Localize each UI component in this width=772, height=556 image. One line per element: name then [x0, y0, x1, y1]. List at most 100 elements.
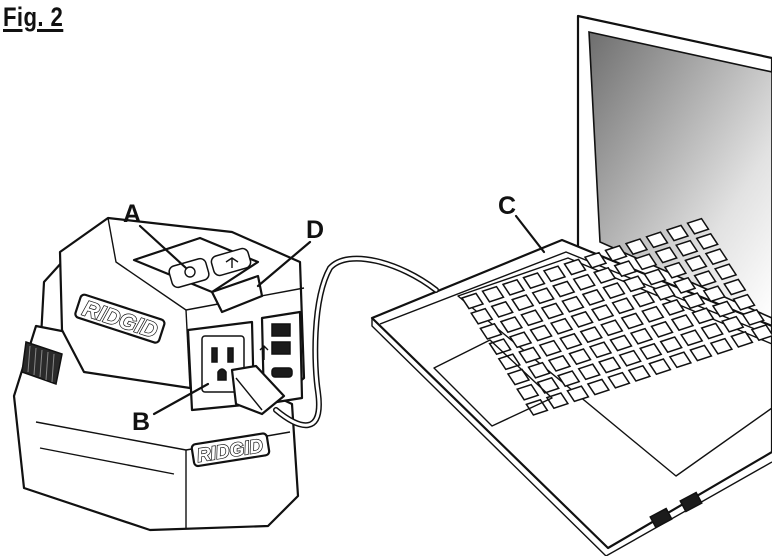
keyboard-key [525, 398, 549, 416]
keyboard-key [607, 371, 631, 389]
keyboard-key [663, 261, 688, 279]
usb-symbol-icon [259, 345, 269, 360]
keyboard-key [490, 300, 514, 318]
keyboard-key [693, 270, 717, 288]
keyboard-key [547, 354, 572, 372]
keyboard-key [659, 336, 683, 354]
keyboard-key [641, 305, 665, 323]
keyboard-key [559, 332, 583, 350]
keyboard-key [557, 370, 581, 388]
keyboard-key [501, 278, 526, 296]
keyboard-key [520, 309, 544, 327]
keyboard-key [497, 353, 521, 371]
keyboard-key [704, 248, 729, 266]
keyboard-key [511, 294, 535, 312]
keyboard-key [689, 344, 713, 362]
keyboard-key [652, 283, 676, 301]
keyboard-key [568, 348, 592, 366]
keyboard-key [643, 268, 667, 286]
keyboard-key [680, 329, 704, 347]
keyboard-key [684, 254, 708, 272]
keyboard-key [732, 293, 756, 311]
keyboard-key [691, 307, 715, 325]
keyboard-key [566, 385, 590, 403]
keyboard-key [586, 378, 611, 396]
keyboard-key [527, 361, 551, 379]
keyboard-key [563, 258, 587, 276]
keyboard-key [581, 288, 606, 306]
keyboard-key [549, 317, 574, 335]
keyboard-key [613, 260, 637, 278]
keyboard-key [645, 231, 669, 249]
keyboard-key [538, 339, 562, 357]
keyboard-key [618, 349, 642, 367]
keyboard-key [741, 308, 765, 326]
keyboard-key [672, 276, 697, 294]
keyboard-key [499, 316, 524, 334]
keyboard-key [695, 232, 719, 250]
keyboard-key [627, 364, 652, 382]
laptop-keyboard [457, 257, 772, 477]
keyboard-key [600, 319, 624, 337]
figure-title: Fig. 2 [3, 2, 64, 32]
keyboard-key [639, 342, 663, 360]
keyboard-key [702, 285, 726, 303]
callout-d: D [256, 216, 324, 288]
keyboard-key [650, 320, 674, 338]
keyboard-key [552, 280, 576, 298]
side-grip [21, 341, 63, 385]
callout-d-label: D [306, 216, 324, 244]
keyboard-key [570, 310, 594, 328]
keyboard-key [624, 238, 649, 256]
keyboard-key [470, 307, 494, 325]
keyboard-key [590, 304, 615, 322]
keyboard-key [622, 275, 647, 293]
mode-button [210, 247, 252, 277]
keyboard-key [545, 392, 570, 410]
keyboard-key [579, 326, 603, 344]
keyboard-key [709, 337, 734, 355]
keyboard-key [602, 282, 626, 300]
keyboard-key [721, 315, 745, 333]
keyboard-key [561, 295, 585, 313]
callout-a-label: A [123, 200, 141, 228]
keyboard-key [508, 331, 533, 349]
keyboard-key [750, 324, 772, 342]
keyboard-key [713, 263, 738, 281]
keyboard-key [540, 302, 565, 320]
keyboard-key [522, 272, 546, 290]
keyboard-key [609, 334, 633, 352]
mode-icon [225, 257, 239, 268]
keyboard-keys [460, 217, 772, 416]
keyboard-key [531, 287, 555, 305]
keyboard-key [542, 265, 567, 283]
keyboard-key [460, 292, 485, 310]
keyboard-key [588, 341, 613, 359]
callout-b-label: B [132, 408, 150, 436]
callout-c: C [498, 192, 546, 254]
power-icon [184, 266, 196, 278]
power-plug [230, 364, 286, 416]
keyboard-key [670, 314, 695, 332]
keyboard-key [481, 285, 505, 303]
laptop-touchpad [433, 339, 553, 427]
usb-port-c [271, 367, 293, 378]
power-source-illustration: RIDGID RIDGID [12, 216, 439, 532]
keyboard-key [668, 351, 693, 369]
keyboard-key [682, 292, 706, 310]
keyboard-key [506, 368, 531, 386]
keyboard-key [593, 266, 617, 284]
callout-b: B [132, 382, 210, 436]
keyboard-key [648, 358, 672, 376]
keyboard-key [572, 273, 596, 291]
keyboard-key [598, 356, 622, 374]
keyboard-key [686, 217, 710, 235]
keyboard-key [488, 338, 512, 356]
keyboard-key [604, 244, 628, 262]
keyboard-key [654, 246, 678, 264]
fuel-gauge-indicator [210, 274, 264, 314]
laptop-usb-port-1 [649, 507, 673, 529]
keyboard-key [711, 300, 736, 318]
usb-port-a-2 [271, 341, 291, 355]
